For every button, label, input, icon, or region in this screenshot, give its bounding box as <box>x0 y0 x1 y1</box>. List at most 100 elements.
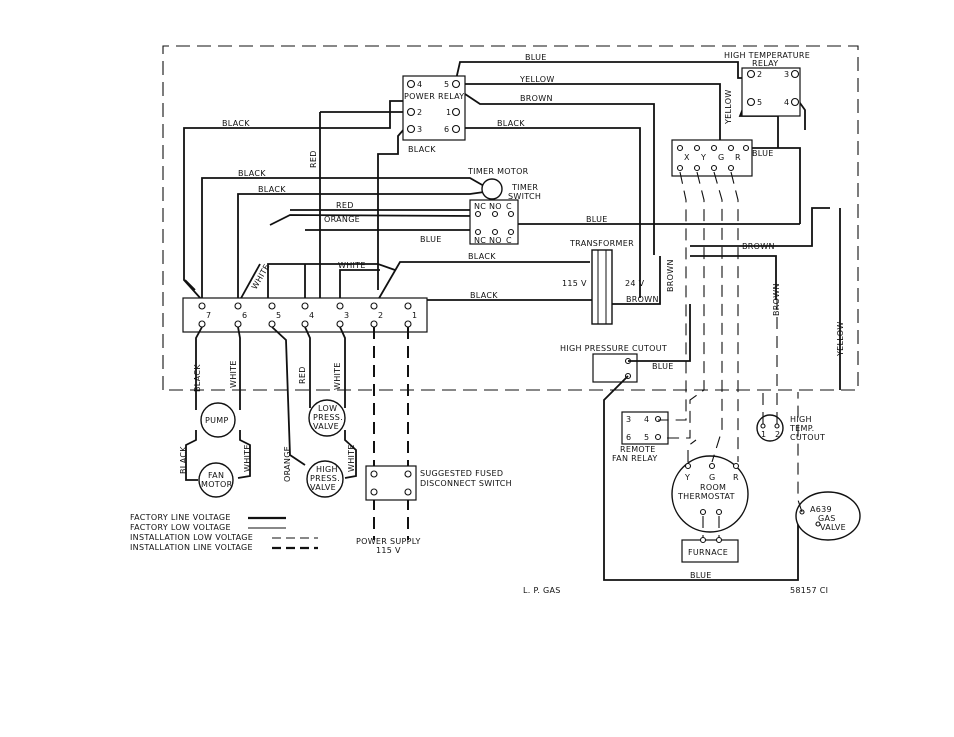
wire-hpv-white <box>344 430 357 479</box>
power-relay-label: POWER RELAY <box>404 92 464 101</box>
ts4 <box>301 302 309 310</box>
label-red-vert: RED <box>309 150 318 168</box>
legend-factory-low: FACTORY LOW VOLTAGE <box>130 523 231 532</box>
furnace-label: FURNACE <box>688 548 728 557</box>
transformer-label: TRANSFORMER <box>569 239 634 248</box>
label-white-vert-1: WHITE <box>229 360 238 388</box>
furnace <box>681 539 739 563</box>
label-brown-2: BROWN <box>626 295 659 304</box>
ts5 <box>268 302 276 310</box>
label-blue-5: BLUE <box>690 571 712 580</box>
wire-brown-right <box>690 207 830 247</box>
ts7-label: 7 <box>206 311 211 320</box>
label-orange-1: ORANGE <box>324 215 360 224</box>
label-white-1: WHITE <box>338 261 366 270</box>
lpv-label-1: LOW <box>318 404 337 413</box>
gas-valve-label-2: GAS <box>818 514 836 523</box>
wire-yellow-top <box>460 83 721 148</box>
rt-g <box>708 462 716 470</box>
pr-t1: 1 <box>446 108 451 117</box>
wire-hpv-orange <box>271 326 306 466</box>
fds-t4 <box>404 488 412 496</box>
wire-brown-24v <box>612 256 661 305</box>
label-black-3: BLACK <box>408 145 436 154</box>
label-blue-1: BLUE <box>420 235 442 244</box>
power-supply-label-1: POWER SUPPLY <box>356 537 421 546</box>
ts1 <box>404 302 412 310</box>
ts2 <box>370 302 378 310</box>
wire-black-timer <box>377 127 406 290</box>
hpv-label-3: VALVE <box>310 483 336 492</box>
rt-g-label: G <box>709 473 716 482</box>
room-thermostat <box>671 455 749 533</box>
ts1-label: 1 <box>412 311 417 320</box>
fused-switch-label-1: SUGGESTED FUSED <box>420 469 503 478</box>
label-white-vert-4: WHITE <box>347 444 356 472</box>
htc-label-2: TEMP. <box>789 424 814 433</box>
legend-install-line: INSTALLATION LINE VOLTAGE <box>130 543 253 552</box>
wire-blue-timer <box>305 229 476 240</box>
wire-install-low-5 <box>687 439 697 462</box>
label-black-vert-1: BLACK <box>193 364 202 392</box>
rt-y <box>684 462 692 470</box>
wire-install-low-3 <box>711 171 723 463</box>
fds-t2 <box>404 470 412 478</box>
label-white-vert-2: WHITE <box>333 362 342 390</box>
ts5b <box>268 320 276 328</box>
legend-factory-line: FACTORY LINE VOLTAGE <box>130 513 231 522</box>
pr-terminal-5 <box>451 79 461 89</box>
ts3b <box>336 320 344 328</box>
htc-t2 <box>774 423 780 429</box>
label-blue-3: BLUE <box>752 149 774 158</box>
transformer-core <box>591 249 613 325</box>
ts-term-1 <box>474 210 482 218</box>
rt-b1 <box>699 508 707 516</box>
pr-terminal-4 <box>406 79 416 89</box>
label-blue-2: BLUE <box>586 215 608 224</box>
rf-t3: 3 <box>626 415 631 424</box>
legend-install-low: INSTALLATION LOW VOLTAGE <box>130 533 253 542</box>
label-brown-vert-2: BROWN <box>772 283 781 316</box>
ts-term-6 <box>507 228 515 236</box>
label-brown-vert-1: BROWN <box>666 259 675 292</box>
htr-terminal-4 <box>790 97 800 107</box>
tb-x <box>676 144 684 152</box>
ts4-label: 4 <box>309 311 314 320</box>
tb-x-label: X <box>684 153 690 162</box>
remote-fan-relay-label-2: FAN RELAY <box>612 454 658 463</box>
pr-t5: 5 <box>444 80 449 89</box>
wire-brown-vertical-right <box>690 255 777 300</box>
ts7b <box>198 320 206 328</box>
room-thermostat-label-1: ROOM <box>700 483 726 492</box>
wire-blue-bottom <box>603 375 799 581</box>
label-blue-top: BLUE <box>525 53 547 62</box>
high-temp-relay-label: HIGH TEMPERATURE <box>724 51 810 60</box>
enclosure-outline <box>162 45 859 391</box>
pump <box>200 402 236 438</box>
high-pressure-cutout-label: HIGH PRESSURE CUTOUT <box>560 344 667 353</box>
ts5-label: 5 <box>276 311 281 320</box>
ts-term-3 <box>507 210 515 218</box>
tb-g-label: G <box>718 153 725 162</box>
wire-hpc-blue <box>628 304 691 362</box>
htc-label-3: CUTOUT <box>790 433 825 442</box>
htc-t2-label: 2 <box>775 430 780 439</box>
label-yellow-vert: YELLOW <box>724 89 733 125</box>
ts-term-4 <box>474 228 482 236</box>
htr-t2: 2 <box>757 70 762 79</box>
wire-lpv-white <box>339 326 346 408</box>
wire-white-1 <box>184 279 196 291</box>
wire-blue-top <box>454 61 748 85</box>
ts-nc-bot: NC <box>474 236 486 245</box>
wire-orange-timer <box>269 214 476 226</box>
fds-t3 <box>370 488 378 496</box>
pr-terminal-2 <box>406 107 416 117</box>
ts6b <box>234 320 242 328</box>
tb-x2 <box>676 164 684 172</box>
rt-r <box>732 462 740 470</box>
gv-t2 <box>815 521 821 527</box>
transformer-115v: 115 V <box>562 279 587 288</box>
fds-t1 <box>370 470 378 478</box>
label-brown-3: BROWN <box>742 242 775 251</box>
rt-y-label: Y <box>684 473 690 482</box>
